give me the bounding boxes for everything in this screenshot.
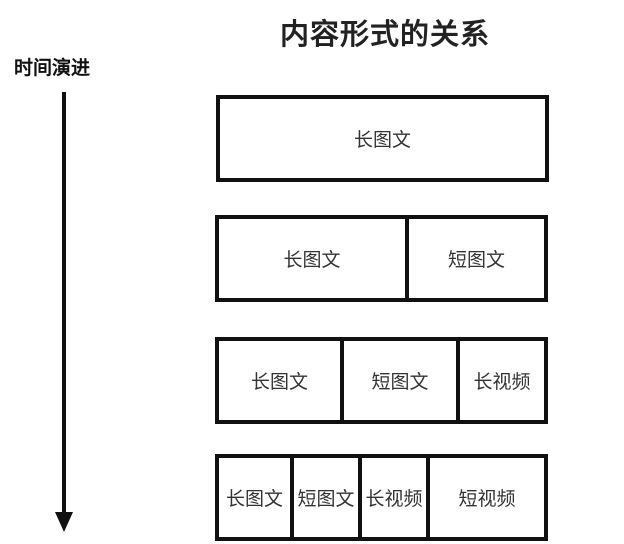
content-row-3: 长图文 短图文 长视频 [215,337,548,424]
diagram-title: 内容形式的关系 [279,17,490,51]
cell-short-video: 短视频 [426,458,544,537]
cell-short-article: 短图文 [340,341,456,420]
cell-short-article: 短图文 [405,219,544,298]
content-row-4: 长图文 短图文 长视频 短视频 [215,454,548,541]
cell-long-article: 长图文 [225,488,283,510]
time-axis-label: 时间演进 [14,57,91,79]
cell-long-article: 长图文 [283,249,341,271]
time-arrow-icon [55,92,73,532]
content-row-2: 长图文 短图文 [215,215,548,302]
content-row-1: 长图文 [216,95,549,182]
cell-long-video: 长视频 [456,341,544,420]
cell-long-video: 长视频 [358,458,426,537]
cell-long-article: 长图文 [353,129,411,151]
cell-long-article: 长图文 [250,371,308,393]
cell-short-article: 短图文 [290,458,358,537]
